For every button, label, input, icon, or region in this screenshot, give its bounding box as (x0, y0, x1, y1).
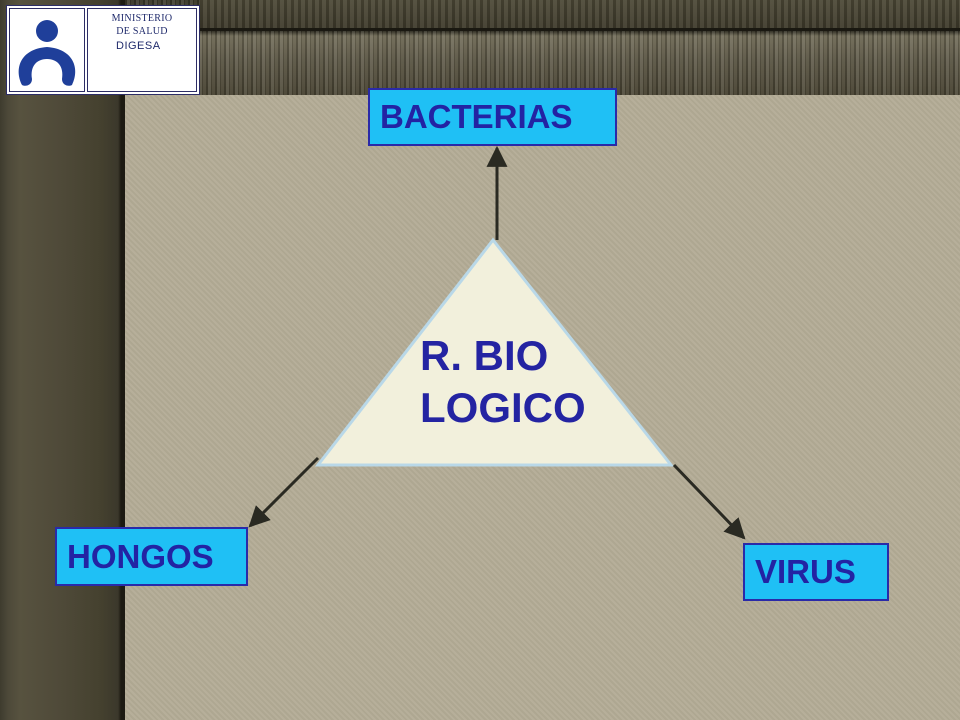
logo-digesa-text: DIGESA (116, 40, 161, 52)
logo-ministry-text: MINISTERIO (111, 13, 173, 24)
logo-text-panel: MINISTERIO DE SALUD DIGESA (87, 8, 197, 92)
node-hongos: HONGOS (55, 527, 248, 586)
person-figure-icon (9, 8, 85, 92)
arrow-to-left (248, 456, 320, 528)
left-decorative-bar (0, 0, 125, 720)
center-label-line1: R. BIO (420, 332, 549, 379)
top-decorative-strip (200, 0, 960, 31)
ministry-logo: MINISTERIO DE SALUD DIGESA (6, 5, 200, 95)
node-virus: VIRUS (743, 543, 889, 601)
logo-health-text: DE SALUD (116, 26, 168, 37)
center-triangle (314, 237, 675, 467)
node-bacterias: BACTERIAS (368, 88, 617, 146)
center-label-line2: LOGICO (420, 384, 586, 431)
center-label: R. BIO LOGICO (420, 330, 620, 434)
arrow-to-right (672, 463, 746, 540)
